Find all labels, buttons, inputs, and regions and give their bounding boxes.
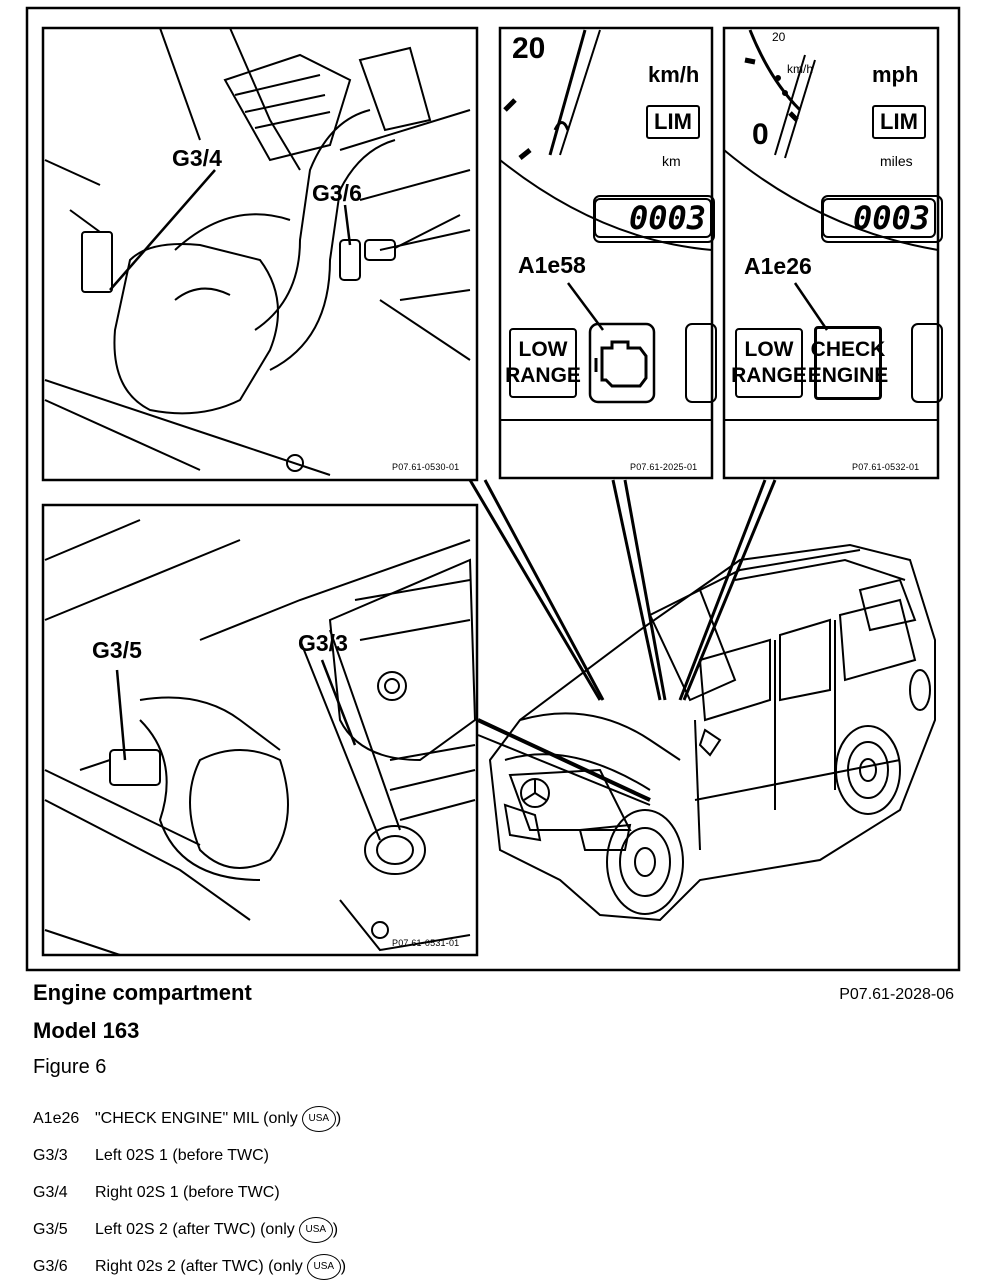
legend-text: Left 02S 1 (before TWC) [95,1146,269,1164]
callout-a1e58: A1e58 [518,252,586,278]
panel-ref-top-left: P07.61-0530-01 [392,462,460,472]
legend-close-paren: ) [335,1109,342,1127]
cluster-usa-unit: mph [872,62,919,87]
low-range-line-1: LOW [744,338,794,361]
legend-row: A1e26 "CHECK ENGINE" MIL (only USA) [33,1100,553,1137]
legend-text: Right 02s 2 (after TWC) (only [95,1257,303,1275]
cluster-metric-unit: km/h [648,62,700,87]
line-art [25,6,961,972]
check-engine-line-2: ENGINE [807,364,889,387]
cluster-usa-low-range-lamp: LOW RANGE [731,328,807,398]
usa-badge-icon: USA [298,1216,333,1243]
panel-ref-cluster-usa: P07.61-0532-01 [852,462,920,472]
cluster-usa-tick-kmh: km/h [787,62,814,76]
legend-row: G3/4 Right 02S 1 (before TWC) [33,1174,553,1211]
cluster-metric-odometer: 0003 [594,198,712,238]
caption-title: Engine compartment [33,980,252,1005]
vehicle-drawing [488,543,936,922]
panel-bottom-left [41,503,479,957]
low-range-line-2: RANGE [731,364,807,387]
caption-model: Model 163 [33,1018,140,1043]
legend: A1e26 "CHECK ENGINE" MIL (only USA) G3/3… [33,1100,553,1285]
check-engine-line-1: CHECK [810,338,886,361]
legend-text: Right 02S 1 (before TWC) [95,1183,280,1201]
panel-ref-bottom-left: P07.61-0531-01 [392,938,460,948]
legend-row: G3/6 Right 02s 2 (after TWC) (only USA) [33,1248,553,1285]
panel-cluster-metric [498,26,717,480]
cluster-usa-odometer: 0003 [822,198,936,238]
legend-close-paren: ) [332,1220,339,1238]
cluster-usa-tick-20: 20 [772,30,786,44]
cluster-usa-lim-indicator: LIM [872,105,926,139]
panel-cluster-usa [722,26,943,480]
figure-area: G3/4 G3/6 G3/5 G3/3 A1e58 A1e26 P07.61-0… [25,6,961,972]
cluster-metric-lim-indicator: LIM [646,105,700,139]
cluster-usa-odo-unit: miles [880,153,913,169]
legend-code: A1e26 [33,1109,80,1127]
callout-g3-6: G3/6 [312,180,362,206]
low-range-line-1: LOW [518,338,568,361]
legend-close-paren: ) [340,1257,347,1275]
caption-figure-label: Figure 6 [33,1056,107,1078]
usa-badge-icon: USA [301,1105,336,1132]
callout-g3-3: G3/3 [298,630,348,656]
cluster-metric-low-range-lamp: LOW RANGE [505,328,581,398]
legend-row: G3/5 Left 02S 2 (after TWC) (only USA) [33,1211,553,1248]
connector-lines [468,479,777,806]
panel-ref-cluster-metric: P07.61-2025-01 [630,462,698,472]
callout-g3-4: G3/4 [172,145,222,171]
cluster-usa-check-engine-lamp: CHECK ENGINE [808,326,888,400]
legend-code: G3/6 [33,1257,68,1275]
panel-top-left [41,26,479,482]
callout-a1e26: A1e26 [744,253,812,279]
legend-code: G3/5 [33,1220,68,1238]
cluster-metric-odo-unit: km [662,153,681,169]
low-range-line-2: RANGE [505,364,581,387]
caption-reference: P07.61-2028-06 [839,986,954,1003]
cluster-usa-zero: 0 [752,118,769,151]
usa-badge-icon: USA [306,1253,341,1280]
outer-frame [25,6,961,972]
callout-g3-5: G3/5 [92,637,142,663]
cluster-metric-speed: 20 [512,32,546,65]
legend-row: G3/3 Left 02S 1 (before TWC) [33,1137,553,1174]
legend-text: "CHECK ENGINE" MIL (only [95,1109,298,1127]
legend-code: G3/4 [33,1183,68,1201]
legend-text: Left 02S 2 (after TWC) (only [95,1220,295,1238]
legend-code: G3/3 [33,1146,68,1164]
